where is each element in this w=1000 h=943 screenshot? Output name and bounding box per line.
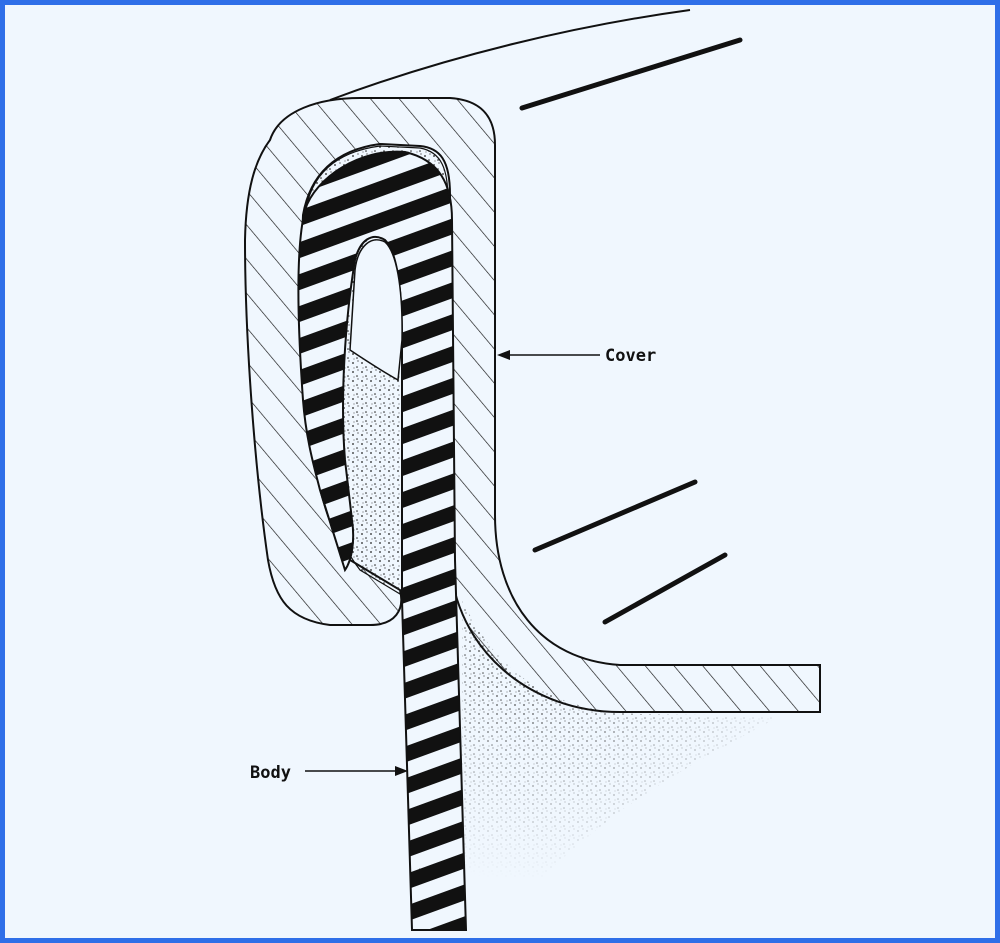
surface-mark [532,479,698,553]
shadow-shading [462,600,780,880]
body-label: Body [250,763,291,783]
cover-arrow-head [497,350,510,360]
body-strip [297,150,468,931]
cover-top-arc [329,9,691,101]
surface-mark [602,552,728,625]
cover-section [243,97,821,713]
surface-mark [519,37,743,111]
body-arrow-head [395,766,408,776]
body-fold [349,239,403,382]
cover-label: Cover [605,346,656,366]
